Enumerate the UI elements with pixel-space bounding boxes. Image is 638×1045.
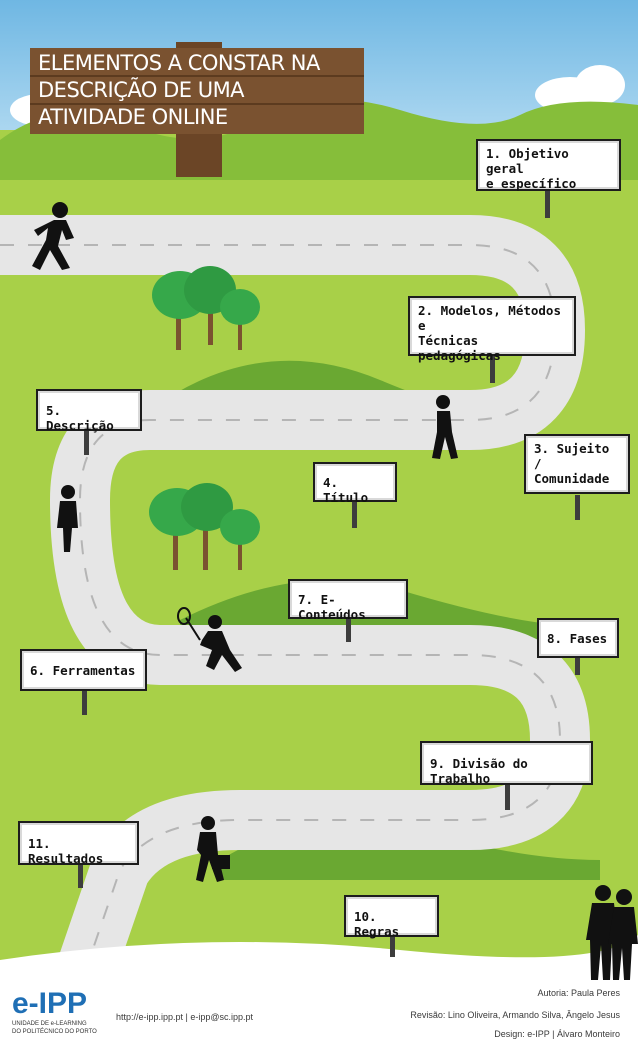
title-line-1: ELEMENTOS A CONSTAR NA [38,51,320,75]
sign-posts [78,190,580,957]
tree-group-1 [152,266,260,350]
sign-modelos: 2. Modelos, Métodos e Técnicas pedagógic… [408,296,576,363]
logo-subtitle-2: DO POLITÉCNICO DO PORTO [12,1029,97,1035]
footer-band [0,935,638,1045]
sign-objetivo: 1. Objetivo geral e específico [476,139,621,191]
person-walking-icon [432,395,458,459]
contact-link[interactable]: http://e-ipp.ipp.pt | e-ipp@sc.ipp.pt [116,1012,254,1022]
person-briefcase-icon [196,816,230,882]
person-standing-icon [57,485,78,552]
title-line-2: DESCRIÇÃO DE UMA [38,78,245,102]
e-ipp-logo: e-IPP UNIDADE DE e-LEARNING DO POLITÉCNI… [12,988,104,1040]
logo-subtitle-1: UNIDADE DE e-LEARNING [12,1021,87,1027]
sign-ferramentas: 6. Ferramentas [20,649,147,691]
title-line-3: ATIVIDADE ONLINE [38,105,228,129]
sign-fases: 8. Fases [537,618,619,658]
sign-sujeito: 3. Sujeito / Comunidade [524,434,630,494]
person-butterfly-net-icon [177,607,242,672]
sign-descricao: 5. Descrição [36,389,142,433]
sign-regras: 10. Regras [344,895,439,939]
title-plank [30,48,364,134]
person-running-icon [32,202,74,270]
design-credit: Design: e-IPP | Álvaro Monteiro [494,1029,620,1039]
tree-group-2 [149,483,260,570]
sign-titulo: 4. Título [313,462,397,505]
sign-divisao-trabalho: 9. Divisão do Trabalho [420,741,593,786]
sign-e-conteudos: 7. E-Conteúdos [288,579,408,622]
sign-resultados: 11. Resultados [18,821,139,866]
review-credit: Revisão: Lino Oliveira, Armando Silva, Â… [410,1010,620,1020]
logo-wordmark: e-IPP [12,987,88,1020]
author-credit: Autoria: Paula Peres [537,988,620,998]
group-of-people-icon [586,885,638,980]
page-title: ELEMENTOS A CONSTAR NA DESCRIÇÃO DE UMA … [30,50,364,131]
